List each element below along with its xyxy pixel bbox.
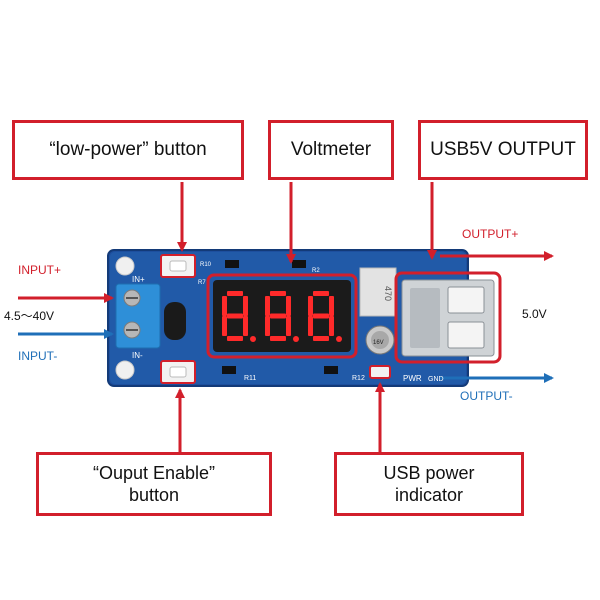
silkscreen-r10: R10 <box>200 262 212 268</box>
voltmeter-display <box>206 273 358 359</box>
mounting-hole <box>115 360 135 380</box>
display-digit-3-decimal-point <box>336 336 342 342</box>
display-digit-2-segment <box>265 316 270 336</box>
output-minus-label: OUTPUT- <box>460 389 513 403</box>
display-digit-2-segment <box>270 313 286 319</box>
output-voltage-label: 5.0V <box>522 307 547 321</box>
transistor-component <box>164 302 186 340</box>
inductor-marking: 470 <box>383 286 393 301</box>
usb-power-indicator-led <box>369 365 391 379</box>
silkscreen-pwr: PWR <box>403 374 422 383</box>
display-digit-3-segment <box>308 316 313 336</box>
inductor-component <box>359 267 397 317</box>
smd-resistor <box>292 260 306 268</box>
display-digit-1-segment <box>243 316 248 336</box>
mounting-hole <box>115 256 135 276</box>
display-digit-3-segment <box>313 291 329 296</box>
callout-usb-power-indicator: USB power indicator <box>334 452 524 516</box>
input-terminal-block <box>115 283 161 349</box>
display-digit-1-segment <box>243 296 248 316</box>
smd-resistor <box>324 366 338 374</box>
low-power-button <box>160 254 196 278</box>
display-digit-1-segment <box>222 296 227 316</box>
display-digit-2-segment <box>286 316 291 336</box>
display-digit-3-segment <box>308 296 313 316</box>
callout-low-power-button: “low-power” button <box>12 120 244 180</box>
usb-port <box>394 271 502 364</box>
silkscreen-gnd: GND <box>428 376 444 383</box>
smd-resistor <box>222 366 236 374</box>
silkscreen-in-plus: IN+ <box>132 275 145 284</box>
callout-output-enable-line2: button <box>128 485 180 505</box>
silkscreen-r2: R2 <box>312 268 320 274</box>
display-digit-1-segment <box>227 313 243 319</box>
silkscreen-r11: R11 <box>244 375 256 382</box>
callout-usb-output: USB5V OUTPUT <box>418 120 588 180</box>
capacitor-marking: 16V <box>373 340 384 346</box>
display-digit-1-segment <box>222 316 227 336</box>
display-digit-2-segment <box>270 291 286 296</box>
silkscreen-r7: R7 <box>198 280 206 286</box>
callout-usb-output-text: USB5V OUTPUT <box>430 139 576 161</box>
callout-output-enable-button: “Ouput Enable” button <box>36 452 272 516</box>
display-digit-2-segment <box>286 296 291 316</box>
callout-voltmeter-text: Voltmeter <box>290 139 372 161</box>
callout-output-enable-line1: “Ouput Enable” <box>92 462 216 483</box>
display-digit-3-segment <box>329 296 334 316</box>
display-digit-2-segment <box>265 296 270 316</box>
callout-voltmeter: Voltmeter <box>268 120 394 180</box>
display-digit-1-decimal-point <box>250 336 256 342</box>
display-digit-1-segment <box>227 336 243 341</box>
callout-usb-indicator-line2: indicator <box>394 485 464 505</box>
output-plus-label: OUTPUT+ <box>462 227 518 241</box>
input-range-label: 4.5～40V <box>4 309 54 323</box>
input-minus-label: INPUT- <box>18 349 57 363</box>
output-enable-button <box>160 360 196 384</box>
silkscreen-in-minus: IN- <box>132 351 143 360</box>
callout-low-power-text: “low-power” button <box>49 139 207 161</box>
display-digit-1-segment <box>227 291 243 296</box>
display-digit-2-segment <box>270 336 286 341</box>
display-digit-3-segment <box>313 313 329 319</box>
display-digit-2-decimal-point <box>293 336 299 342</box>
display-digit-3-segment <box>329 316 334 336</box>
smd-resistor <box>225 260 239 268</box>
callout-usb-indicator-line1: USB power <box>383 462 475 483</box>
input-plus-label: INPUT+ <box>18 263 61 277</box>
silkscreen-r12: R12 <box>352 375 365 382</box>
display-digit-3-segment <box>313 336 329 341</box>
